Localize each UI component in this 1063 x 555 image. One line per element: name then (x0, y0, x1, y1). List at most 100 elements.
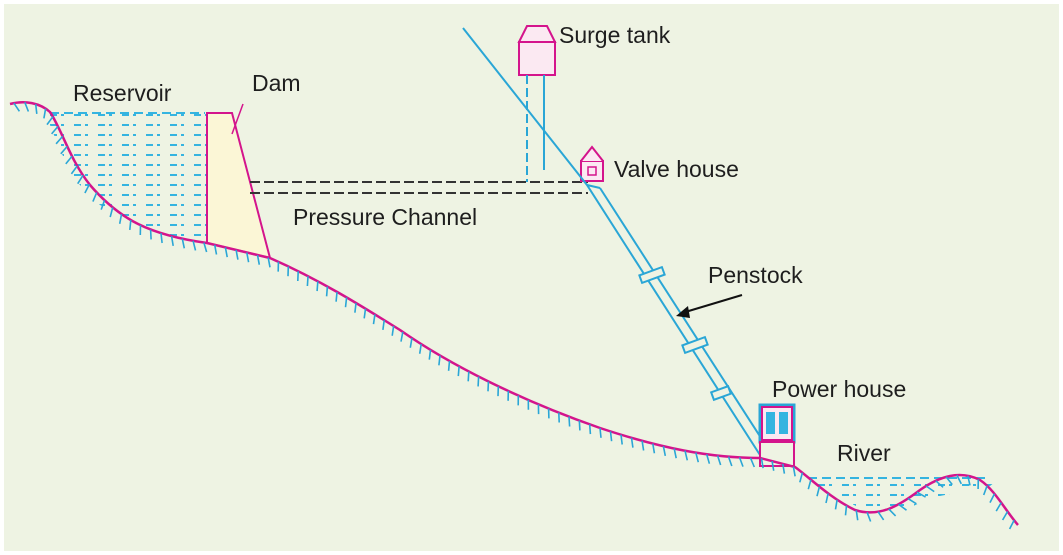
hatch-mark (907, 497, 917, 505)
hatch-mark (447, 360, 451, 371)
hatch-mark (372, 314, 376, 325)
hatch-mark (467, 371, 470, 382)
hatch-mark (641, 440, 645, 451)
hatch-mark (13, 102, 21, 112)
hatch-mark (84, 183, 91, 194)
surge-tank-label: Surge tank (559, 22, 671, 48)
hatch-mark (898, 503, 907, 511)
surge-tank (517, 25, 557, 182)
dam-pointer-line (231, 103, 244, 135)
hatch-mark (995, 502, 1002, 512)
hatch-mark (192, 240, 197, 251)
hatch-mark (684, 450, 689, 461)
hatch-mark (1008, 519, 1015, 530)
hatch-mark (799, 472, 804, 483)
hatch-mark (695, 452, 700, 463)
hatch-mark (945, 476, 953, 486)
hatch-mark (43, 108, 47, 119)
hatch-mark (1001, 511, 1009, 521)
hatch-mark (749, 457, 756, 468)
hatch-mark (599, 427, 602, 438)
hatch-mark (888, 508, 897, 517)
hatch-mark (807, 479, 812, 490)
hatch-mark (935, 480, 944, 488)
hatch-mark (316, 281, 319, 292)
power-house-label: Power house (772, 376, 907, 402)
hatch-mark (866, 512, 872, 522)
hatch-mark (409, 337, 413, 348)
hatch-mark (816, 486, 821, 497)
penstock-anchors (638, 265, 733, 402)
hatch-mark (418, 343, 422, 354)
hatch-mark (306, 276, 309, 287)
hatch-mark (363, 308, 367, 319)
hatch-mark (70, 165, 78, 175)
hatch-mark (855, 510, 859, 521)
penstock-label: Penstock (708, 262, 803, 288)
hatch-mark (50, 125, 59, 135)
hatch-mark (213, 244, 218, 255)
hatch-mark (100, 200, 106, 210)
hatch-mark (246, 252, 250, 263)
hatch-mark (630, 437, 634, 448)
hatch-mark (203, 242, 208, 253)
hatch-mark (267, 257, 271, 268)
diagram-background (4, 4, 1059, 551)
hatch-mark (55, 135, 64, 145)
pressure-channel (250, 181, 588, 194)
hatch-mark (77, 174, 84, 185)
hatch-mark (118, 214, 123, 224)
penstock-arrow (676, 294, 743, 318)
hatch-mark (46, 116, 54, 126)
hatch-mark (956, 474, 963, 485)
valve-house-label: Valve house (614, 156, 739, 182)
hatch-mark (825, 493, 829, 504)
hatch-mark (109, 207, 114, 218)
hatch-mark (256, 254, 261, 265)
hatch-mark (673, 448, 677, 459)
hatch-mark (588, 424, 592, 435)
power-house (758, 403, 796, 467)
hatch-mark (834, 499, 838, 510)
hatch-mark (716, 455, 722, 466)
hatch-mark (792, 466, 796, 477)
valve-house (580, 145, 604, 182)
hatch-mark (925, 485, 935, 493)
hatch-mark (705, 454, 711, 464)
hatch-mark (916, 491, 926, 498)
hatch-mark (620, 434, 623, 445)
hatch-mark (24, 102, 30, 112)
hatch-mark (129, 220, 132, 230)
hatch-mark (989, 493, 996, 503)
hatch-mark (60, 145, 68, 155)
hatch-mark (967, 475, 971, 486)
hatch-mark (428, 349, 432, 360)
penstock (462, 27, 773, 456)
pressure-channel-label: Pressure Channel (293, 204, 478, 230)
hatch-mark (662, 446, 667, 457)
hatch-mark (568, 416, 571, 427)
hatch-mark (771, 460, 775, 471)
ground-hatching (13, 102, 1015, 530)
hatch-mark (344, 297, 348, 308)
hatch-mark (65, 155, 73, 165)
dam (206, 112, 272, 260)
hatch-mark (877, 511, 885, 521)
hatch-mark (170, 236, 174, 247)
river-label: River (837, 440, 891, 466)
hatch-mark (149, 229, 152, 240)
hatch-mark (652, 443, 656, 454)
hatch-mark (760, 458, 764, 469)
hatch-mark (578, 420, 581, 431)
hatch-mark (738, 457, 744, 467)
hatch-mark (438, 355, 441, 366)
dam-label: Dam (252, 70, 301, 96)
hatch-mark (457, 366, 460, 377)
hatch-mark (325, 286, 329, 297)
hatch-mark (382, 320, 385, 331)
hatch-mark (609, 431, 613, 442)
hatch-mark (400, 331, 404, 342)
hatch-mark (982, 485, 988, 496)
